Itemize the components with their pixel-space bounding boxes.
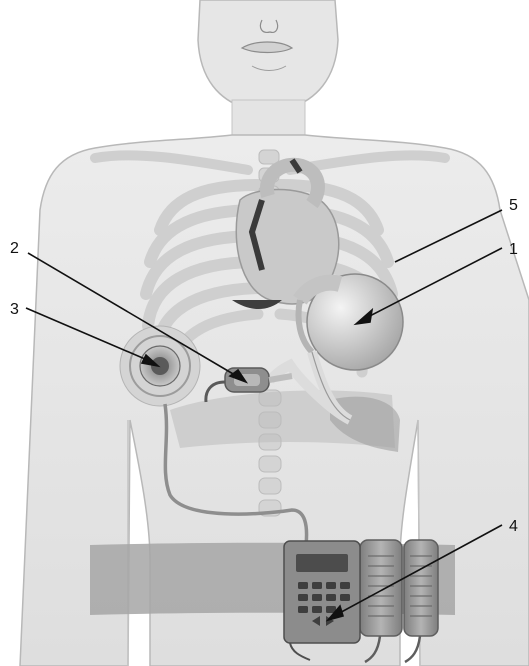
callout-1: 1 — [509, 241, 518, 258]
neck — [232, 100, 305, 140]
callout-4: 4 — [509, 518, 518, 535]
controller-display — [296, 554, 348, 572]
battery-pack-icon — [360, 540, 402, 636]
callout-3: 3 — [10, 301, 19, 318]
head — [198, 0, 338, 108]
skin-port — [120, 326, 200, 406]
callout-5: 5 — [509, 197, 518, 214]
callout-2: 2 — [10, 240, 19, 257]
external-controller — [284, 541, 360, 660]
